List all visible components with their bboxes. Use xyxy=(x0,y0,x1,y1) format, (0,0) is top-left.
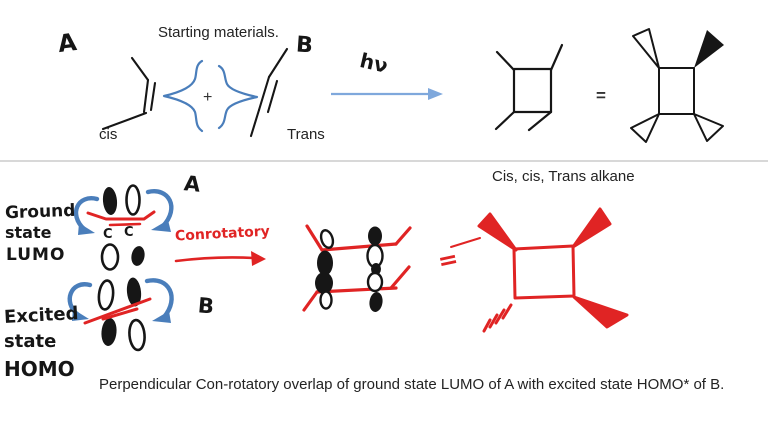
cyclobutane-stereo-drawing xyxy=(630,28,724,143)
excited-state-line1: Excited xyxy=(3,303,79,328)
carbon-right-label: C xyxy=(124,225,134,240)
arrowhead xyxy=(78,223,95,235)
filled-wedge xyxy=(571,207,612,249)
trans-label: Trans xyxy=(287,126,325,143)
hash-wedge xyxy=(482,303,513,333)
excited-state-line3: HOMO xyxy=(4,357,75,381)
orbital-lobe-filled xyxy=(102,187,118,215)
arrowhead xyxy=(151,220,171,232)
plus-sign: + xyxy=(203,89,213,106)
caption-text: Perpendicular Con-rotatory overlap of gr… xyxy=(99,376,725,393)
orbital-b-label: B xyxy=(196,293,216,319)
stray-stroke xyxy=(450,237,481,248)
orbital-lobe-hollow xyxy=(128,318,146,352)
hollow-wedge xyxy=(693,113,724,142)
orbital-diagram-a xyxy=(73,184,174,271)
reactant-a-label: A xyxy=(56,27,79,59)
forming-bonds-red xyxy=(302,224,412,312)
ground-state-line3: LUMO xyxy=(6,245,66,265)
product-name-label: Cis, cis, Trans alkane xyxy=(492,168,635,185)
pi-bond-red xyxy=(83,297,152,325)
right-converge-arrow xyxy=(217,64,259,130)
reactant-b-label: B xyxy=(295,32,314,59)
conrotatory-arrow xyxy=(174,251,266,266)
arrowhead xyxy=(152,311,171,323)
orbital-lobe-hollow xyxy=(366,271,384,293)
filled-wedge xyxy=(694,30,724,68)
ground-state-line2: state xyxy=(5,223,52,242)
cis-label: cis xyxy=(99,126,118,143)
ground-state-line1: Ground xyxy=(4,200,76,224)
hollow-wedge xyxy=(632,28,660,69)
carbon-left-label: C xyxy=(103,227,113,242)
orbital-overlap-diagram xyxy=(302,224,412,312)
orbital-lobe-hollow xyxy=(100,243,120,271)
orbital-a-label: A xyxy=(182,171,202,197)
orbital-lobe-filled xyxy=(101,318,117,346)
orbital-lobe-hollow xyxy=(319,290,333,310)
arrowhead xyxy=(72,309,89,321)
orbital-lobe-hollow xyxy=(319,229,335,249)
filled-wedge xyxy=(572,295,629,329)
orbital-lobe-filled xyxy=(126,277,142,307)
orbital-diagram-b xyxy=(67,277,174,352)
cis-alkene-drawing xyxy=(101,56,157,131)
rotation-arrows xyxy=(67,278,174,320)
red-product-drawing xyxy=(450,207,629,333)
hollow-wedge xyxy=(630,113,660,143)
left-converge-arrow xyxy=(162,59,204,133)
reaction-arrow xyxy=(331,88,443,100)
orbital-lobe-filled xyxy=(131,246,145,266)
orbital-lobe-hollow xyxy=(97,279,115,311)
orbital-lobe-filled xyxy=(368,226,382,246)
orbital-lobe-filled xyxy=(315,272,333,294)
orbital-lobe-filled xyxy=(317,250,333,276)
starting-materials-heading: Starting materials. xyxy=(158,24,279,41)
mixing-arrows xyxy=(162,59,259,133)
cyclobutane-product-drawing xyxy=(494,43,564,132)
orbital-lobe-hollow xyxy=(125,184,141,216)
pi-bond-red xyxy=(86,210,156,227)
equals-sign: = xyxy=(596,86,606,105)
trans-alkene-drawing xyxy=(249,47,289,138)
filled-wedge xyxy=(477,212,518,252)
orbital-lobe-filled xyxy=(369,292,383,312)
excited-state-line2: state xyxy=(4,331,57,352)
